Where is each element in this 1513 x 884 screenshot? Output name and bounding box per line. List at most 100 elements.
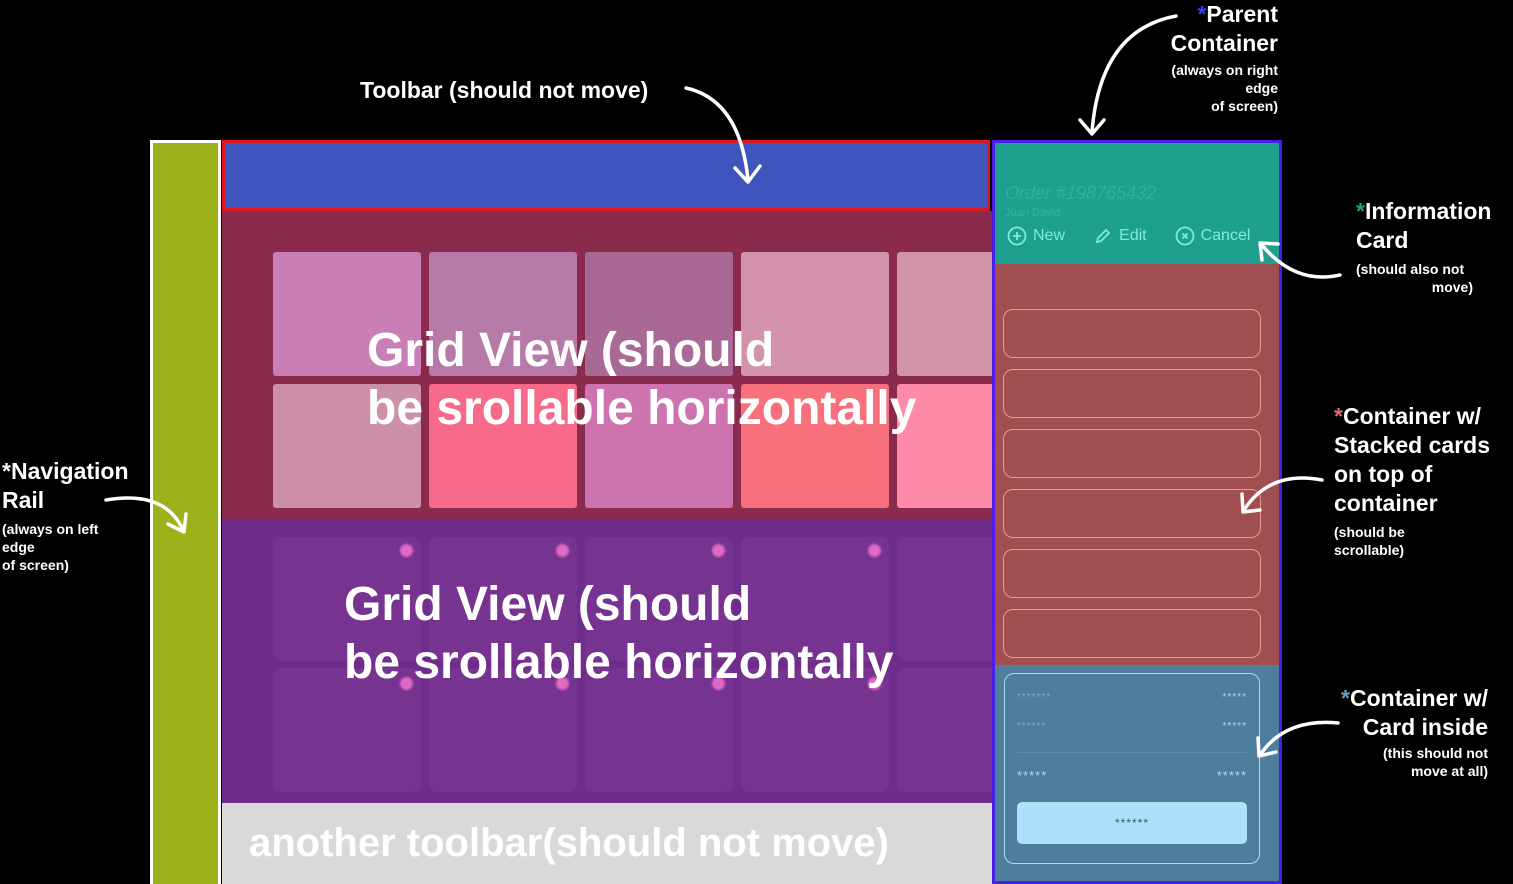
grid-tile[interactable] <box>273 252 421 376</box>
grid-tile[interactable] <box>585 252 733 376</box>
plus-circle-icon <box>1007 226 1027 246</box>
annotation-title: Card inside <box>1362 714 1488 740</box>
indicator-dot <box>868 544 881 557</box>
indicator-dot <box>556 544 569 557</box>
new-label: New <box>1033 227 1066 244</box>
summary-card: ******* ***** ****** ***** ***** ***** *… <box>1004 673 1260 864</box>
grid-tile[interactable] <box>429 252 577 376</box>
bottom-toolbar-label: another toolbar(should not move) <box>249 821 889 865</box>
annotation-sub: (should also not <box>1356 261 1465 277</box>
x-circle-icon <box>1175 226 1194 246</box>
confirm-button[interactable]: ****** <box>1017 802 1247 844</box>
star: * <box>1341 685 1350 711</box>
stacked-card[interactable] <box>1003 489 1261 538</box>
grid-tile[interactable] <box>897 384 992 508</box>
cancel-label: Cancel <box>1200 227 1251 244</box>
annotation-sub: of screen) <box>2 557 69 573</box>
information-card: Order #198765432 Juan David New Edit Can… <box>995 143 1279 264</box>
annotation-nav: *Navigation Rail (always on left edge of… <box>2 457 129 574</box>
grid-tile[interactable] <box>741 384 889 508</box>
annotation-sub: of screen) <box>1211 98 1278 114</box>
annotation-info: *Information Card (should also not move) <box>1356 197 1491 296</box>
grid-tile[interactable] <box>273 668 421 792</box>
indicator-dot <box>400 544 413 557</box>
annotation-title: Parent <box>1206 1 1278 27</box>
grid-tile[interactable] <box>741 537 889 661</box>
annotation-sub: move at all) <box>1410 763 1488 779</box>
grid-tile[interactable] <box>585 668 733 792</box>
parent-container: Order #198765432 Juan David New Edit Can… <box>992 140 1282 884</box>
annotation-sub: scrollable) <box>1334 542 1405 558</box>
grid-tile[interactable] <box>897 668 992 792</box>
arrow-icon <box>1078 14 1178 136</box>
indicator-dot <box>712 544 725 557</box>
annotation-sub: edge <box>1245 80 1278 96</box>
grid-label-line: be srollable horizontally <box>367 382 917 435</box>
arrow-icon <box>1258 241 1342 279</box>
stacked-card[interactable] <box>1003 609 1261 658</box>
star: * <box>1197 1 1207 27</box>
customer-name: Juan David <box>1005 207 1061 219</box>
masked-total-label: ***** <box>1017 768 1048 783</box>
top-toolbar <box>222 140 990 211</box>
grid-tile[interactable] <box>429 668 577 792</box>
arrow-icon <box>104 496 188 534</box>
grid-tile[interactable] <box>897 537 992 661</box>
arrow-icon <box>1256 720 1340 758</box>
arrow-icon <box>1240 476 1324 514</box>
grid-tile[interactable] <box>741 252 889 376</box>
new-button[interactable]: New <box>1007 226 1065 246</box>
annotation-sub: move) <box>1431 279 1473 295</box>
masked-label: ******* <box>1017 692 1052 703</box>
annotation-title: Information <box>1364 198 1492 224</box>
grid-tile[interactable] <box>585 537 733 661</box>
annotation-sub: (should be <box>1334 524 1405 540</box>
annotation-title: container <box>1334 490 1438 516</box>
star: * <box>1334 403 1343 429</box>
annotation-sub: (always on right <box>1171 62 1278 78</box>
grid-tile[interactable] <box>429 384 577 508</box>
stacked-card[interactable] <box>1003 429 1261 478</box>
grid-tile[interactable] <box>897 252 992 376</box>
grid-tile[interactable] <box>585 384 733 508</box>
grid-label-line: Grid View (should <box>344 578 752 631</box>
masked-total-value: ***** <box>1216 768 1247 783</box>
grid-tile[interactable] <box>741 668 889 792</box>
annotation-title: Card <box>1356 227 1409 253</box>
annotation-title: Stacked cards <box>1334 432 1490 458</box>
indicator-dot <box>868 677 881 690</box>
annotation-toolbar: Toolbar (should not move) <box>360 77 649 103</box>
stacked-card[interactable] <box>1003 369 1261 418</box>
order-number: Order #198765432 <box>1005 183 1157 203</box>
edit-button[interactable]: Edit <box>1093 226 1147 246</box>
grid-tile[interactable] <box>273 384 421 508</box>
grid-label-line: be srollable horizontally <box>344 636 894 689</box>
masked-value: ***** <box>1222 692 1247 703</box>
annotation-parent: *Parent Container (always on right edge … <box>1171 0 1278 115</box>
pencil-icon <box>1095 228 1111 244</box>
stacked-card[interactable] <box>1003 549 1261 598</box>
annotation-title: Container <box>1170 30 1278 56</box>
stacked-card[interactable] <box>1003 309 1261 358</box>
annotation-sub: (this should not <box>1383 745 1488 761</box>
annotation-title: Container w/ <box>1349 685 1488 711</box>
edit-label: Edit <box>1119 227 1147 244</box>
grid-tile[interactable] <box>429 537 577 661</box>
annotation-stacked: *Container w/ Stacked cards on top of co… <box>1334 402 1490 559</box>
navigation-rail <box>150 140 221 884</box>
arrow-icon <box>684 86 762 184</box>
indicator-dot <box>400 677 413 690</box>
annotation-sub: edge <box>2 539 35 555</box>
stacked-cards-container[interactable] <box>995 264 1279 665</box>
grid-tile[interactable] <box>273 537 421 661</box>
annotation-cardinside: *Container w/ Card inside (this should n… <box>1341 684 1488 780</box>
masked-value: ***** <box>1222 721 1247 732</box>
star: * <box>2 458 11 484</box>
cancel-button[interactable]: Cancel <box>1175 226 1251 246</box>
indicator-dot <box>712 677 725 690</box>
grid-label-line: Grid View (should <box>367 324 775 377</box>
